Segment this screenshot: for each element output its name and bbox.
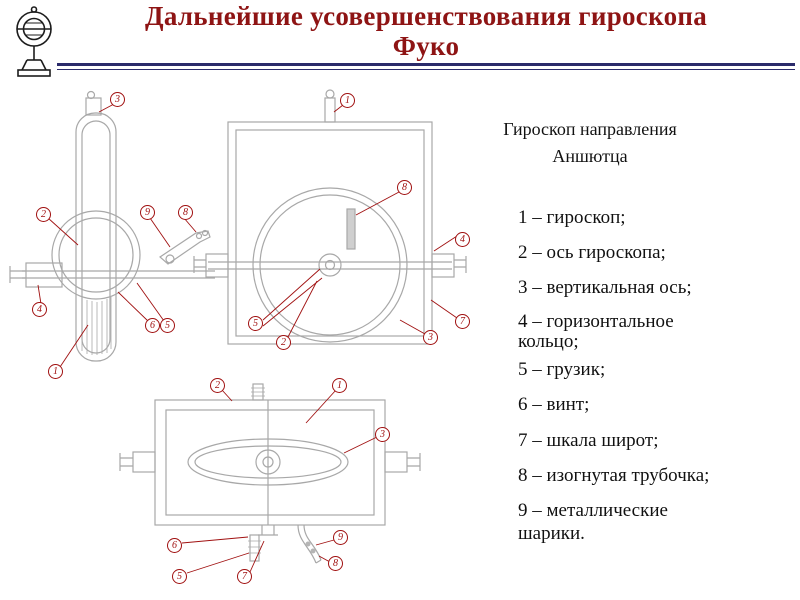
legend: 1 – гироскоп; 2 – ось гироскопа; 3 – вер… (518, 206, 780, 557)
diagram-callout: 4 (32, 302, 47, 317)
diagram-callout: 7 (237, 569, 252, 584)
legend-item: 4 – горизонтальное кольцо; (518, 310, 674, 353)
legend-item: 5 – грузик; (518, 359, 606, 381)
technical-drawings (9, 89, 467, 574)
divider-thin-line (57, 69, 795, 70)
diagram-callout: 6 (145, 318, 160, 333)
figure-caption: Гироскоп направления Аншютца (503, 119, 677, 166)
diagram-callout: 9 (333, 530, 348, 545)
legend-item: 3 – вертикальная ось; (518, 277, 692, 299)
diagram-callout: 2 (276, 335, 291, 350)
diagram-callout: 9 (140, 205, 155, 220)
legend-item: 1 – гироскоп; (518, 207, 626, 228)
diagram-callout: 2 (36, 207, 51, 222)
slide-title: Дальнейшие усовершенствования гироскопа … (60, 1, 792, 61)
diagram-callout: 1 (340, 93, 355, 108)
diagram-callout: 5 (248, 316, 263, 331)
gyroscope-logo-drawing (16, 6, 52, 77)
legend-item: 6 – винт; (518, 394, 590, 416)
diagram-callout: 1 (48, 364, 63, 379)
slide-title-line1: Дальнейшие усовершенствования гироскопа (144, 1, 708, 31)
legend-item: 9 – металлические шарики. (518, 499, 668, 545)
legend-item: 2 – ось гироскопа; (518, 242, 666, 264)
side-view-drawing (9, 90, 215, 362)
legend-item: 7 – шкала широт; (518, 429, 659, 451)
front-view-drawing (193, 89, 467, 345)
top-view-drawing (119, 383, 421, 564)
callout-leader-lines (37, 103, 458, 574)
diagram-callout: 1 (332, 378, 347, 393)
diagram-callout: 7 (455, 314, 470, 329)
diagram-callout: 3 (110, 92, 125, 107)
diagram-callout: 3 (375, 427, 390, 442)
diagram-area: 3 2 9 8 4 6 5 1 1 8 4 7 3 5 2 2 1 3 6 5 … (0, 85, 480, 600)
diagram-callout: 5 (172, 569, 187, 584)
diagram-callout: 8 (178, 205, 193, 220)
slide-title-line2: Фуко (392, 31, 460, 61)
legend-item: 8 – изогнутая трубочка; (518, 464, 710, 486)
diagram-callout: 8 (328, 556, 343, 571)
diagram-callout: 8 (397, 180, 412, 195)
diagram-callout: 5 (160, 318, 175, 333)
diagram-callout: 6 (167, 538, 182, 553)
diagram-callout: 4 (455, 232, 470, 247)
diagram-callout: 3 (423, 330, 438, 345)
diagram-callout: 2 (210, 378, 225, 393)
divider-thick-line (57, 63, 795, 66)
title-divider (57, 63, 795, 70)
gyroscope-logo-icon (8, 4, 60, 80)
